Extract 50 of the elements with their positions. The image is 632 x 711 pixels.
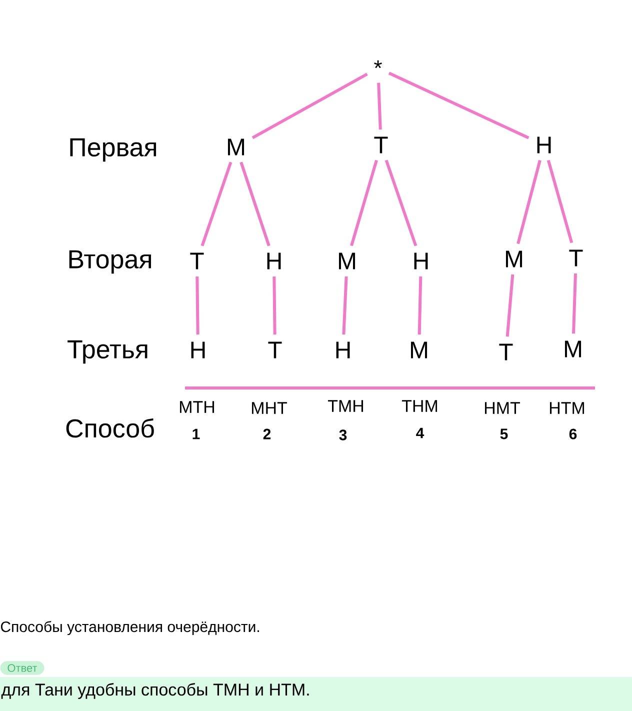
combination-label: ТМН [328, 400, 364, 412]
tree-line [200, 162, 232, 246]
combination-label: МНТ [252, 402, 288, 414]
tree-letter: М [228, 138, 244, 156]
number-label: 2 [263, 428, 271, 440]
tree-letter: М [506, 250, 522, 268]
tree-letter: * [374, 60, 382, 68]
tree-letter: Н [336, 342, 350, 358]
answer-badge: Ответ [0, 661, 44, 675]
tree-line [384, 160, 418, 246]
tree-line [240, 162, 270, 246]
tree-line [196, 276, 200, 335]
number-label: 1 [192, 428, 200, 440]
tree-line [272, 276, 276, 335]
tree-letter: Т [499, 344, 513, 360]
tree-letter: Т [374, 136, 388, 154]
tree-line [388, 72, 530, 140]
combination-label: НМТ [485, 402, 520, 414]
tree-letter: М [564, 340, 582, 358]
caption: Способы установления очерёдности. [0, 620, 259, 636]
row-label: Способ [66, 418, 154, 438]
tree-letter: Т [569, 250, 583, 266]
tree-letter: М [338, 252, 356, 270]
tree-line [350, 160, 378, 246]
tree-line [418, 276, 422, 335]
combination-label: НТМ [550, 402, 584, 414]
combination-label: МТН [180, 401, 214, 413]
tree-letter: Н [191, 342, 205, 358]
row-label: Вторая [69, 250, 151, 274]
tree-line [516, 160, 542, 244]
tree-line [572, 273, 577, 334]
tree-letter: М [410, 342, 428, 358]
row-label: Третья [68, 340, 148, 364]
tree-line [506, 274, 514, 337]
answer-text: для Тани удобны способы ТМН и НТМ. [1, 683, 309, 699]
tree-line [252, 72, 368, 140]
tree-letter: Н [267, 252, 281, 270]
number-label: 6 [569, 428, 577, 440]
tree-line [546, 160, 574, 244]
number-label: 5 [500, 428, 508, 440]
tree-line [377, 82, 382, 130]
number-label: 4 [416, 428, 424, 438]
tree-letter: Т [268, 342, 282, 358]
tree-letter: Н [537, 136, 551, 154]
row-label: Первая [70, 138, 156, 162]
number-label: 3 [339, 430, 347, 440]
combination-label: ТНМ [402, 400, 438, 412]
tree-line [342, 276, 348, 335]
tree-letter: Т [190, 252, 204, 270]
tree-letter: Н [414, 252, 428, 270]
